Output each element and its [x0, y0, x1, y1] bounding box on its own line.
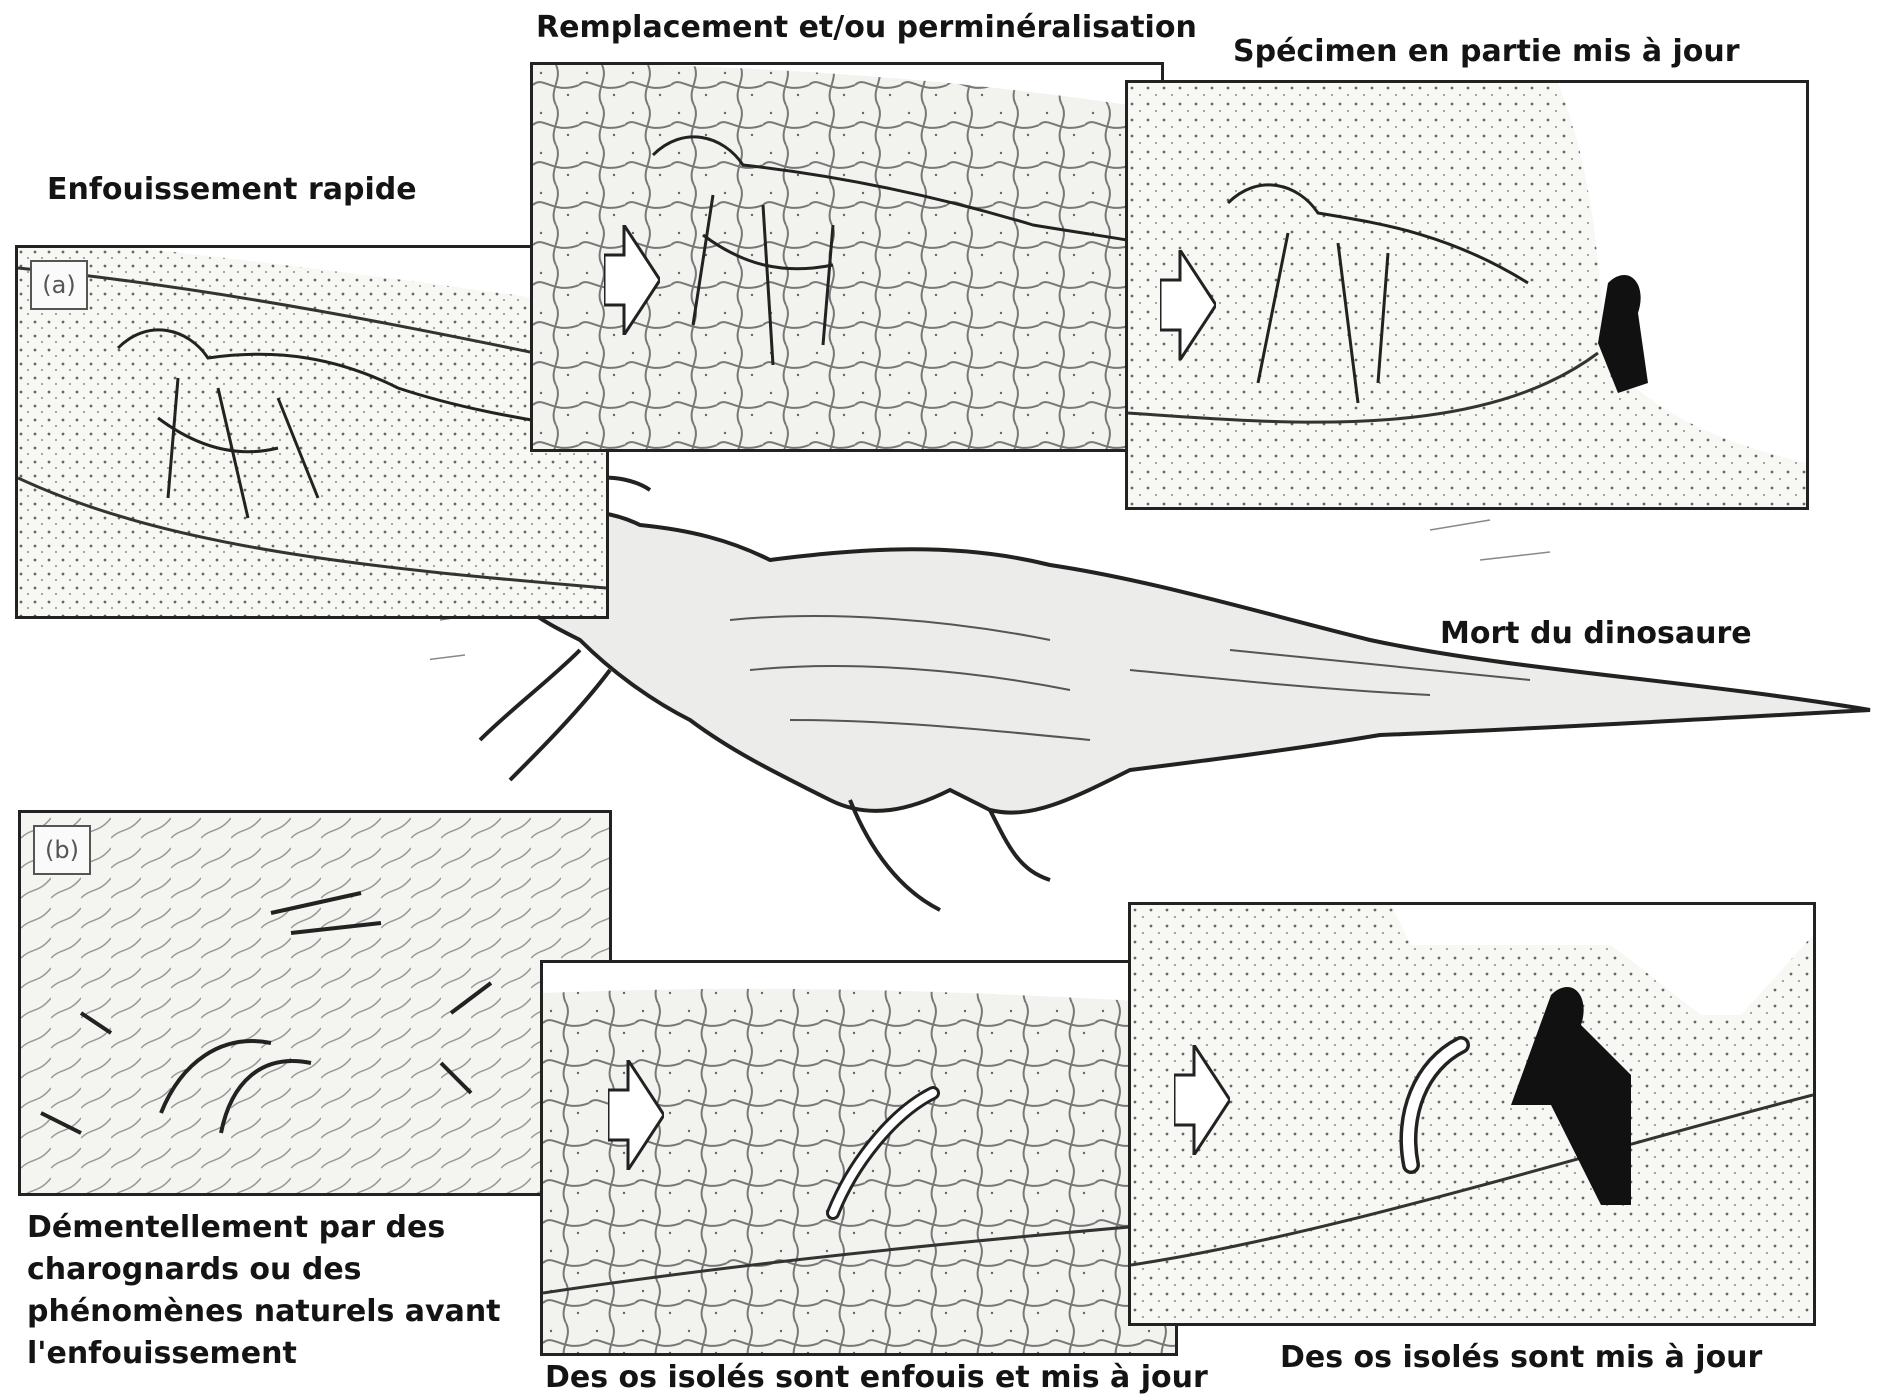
arrow-right-icon	[1160, 250, 1216, 360]
panel-isolated-exposed	[1128, 902, 1816, 1326]
label-replacement: Remplacement et/ou perminéralisation	[536, 10, 1197, 46]
label-rapid-burial: Enfouissement rapide	[47, 172, 417, 208]
dinosaur-carcass-illustration	[430, 470, 1885, 940]
arrow-right-icon	[1174, 1045, 1230, 1155]
label-isolated-buried: Des os isolés sont enfouis et mis à jour	[545, 1360, 1208, 1396]
label-isolated-exposed: Des os isolés sont mis à jour	[1280, 1340, 1762, 1376]
panel-rapid-burial: (a)	[15, 245, 609, 619]
arrow-right-icon	[608, 1060, 664, 1170]
label-partial-exposure: Spécimen en partie mis à jour	[1233, 34, 1740, 70]
label-death: Mort du dinosaure	[1440, 616, 1752, 652]
panel-tag-b: (b)	[33, 825, 91, 875]
panel-partial-exposure	[1125, 80, 1809, 510]
panel-tag-a: (a)	[30, 260, 88, 310]
label-dismantling: Démentellement par des charognards ou de…	[27, 1207, 547, 1375]
arrow-right-icon	[604, 225, 660, 335]
panel-dismantling: (b)	[18, 810, 612, 1196]
